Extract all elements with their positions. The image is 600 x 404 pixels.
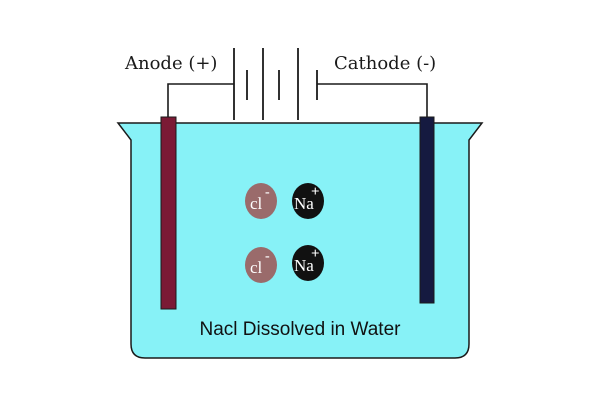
chloride-symbol: cl [250,194,263,213]
sodium-symbol: Na [294,194,314,213]
cathode-electrode [419,116,435,304]
sodium-ion: Na + [292,245,324,281]
chloride-ion: cl - [245,247,277,283]
cathode-wire [317,83,428,118]
chloride-symbol: cl [250,258,263,277]
sodium-charge: + [311,246,320,262]
sodium-symbol: Na [294,256,314,275]
chloride-ion: cl - [245,183,277,219]
anode-electrode [160,116,177,310]
chloride-charge: - [265,249,270,264]
water-fill [116,122,484,359]
battery [233,48,318,120]
solution-caption: Nacl Dissolved in Water [200,319,402,340]
cathode-label: Cathode (-) [334,53,436,74]
wires [167,83,428,118]
anode-label: Anode (+) [124,53,217,74]
sodium-charge: + [311,184,320,200]
sodium-ion: Na + [292,183,324,219]
chloride-charge: - [265,185,270,200]
anode-wire [167,83,234,118]
svg-text:cl: cl [250,194,263,213]
